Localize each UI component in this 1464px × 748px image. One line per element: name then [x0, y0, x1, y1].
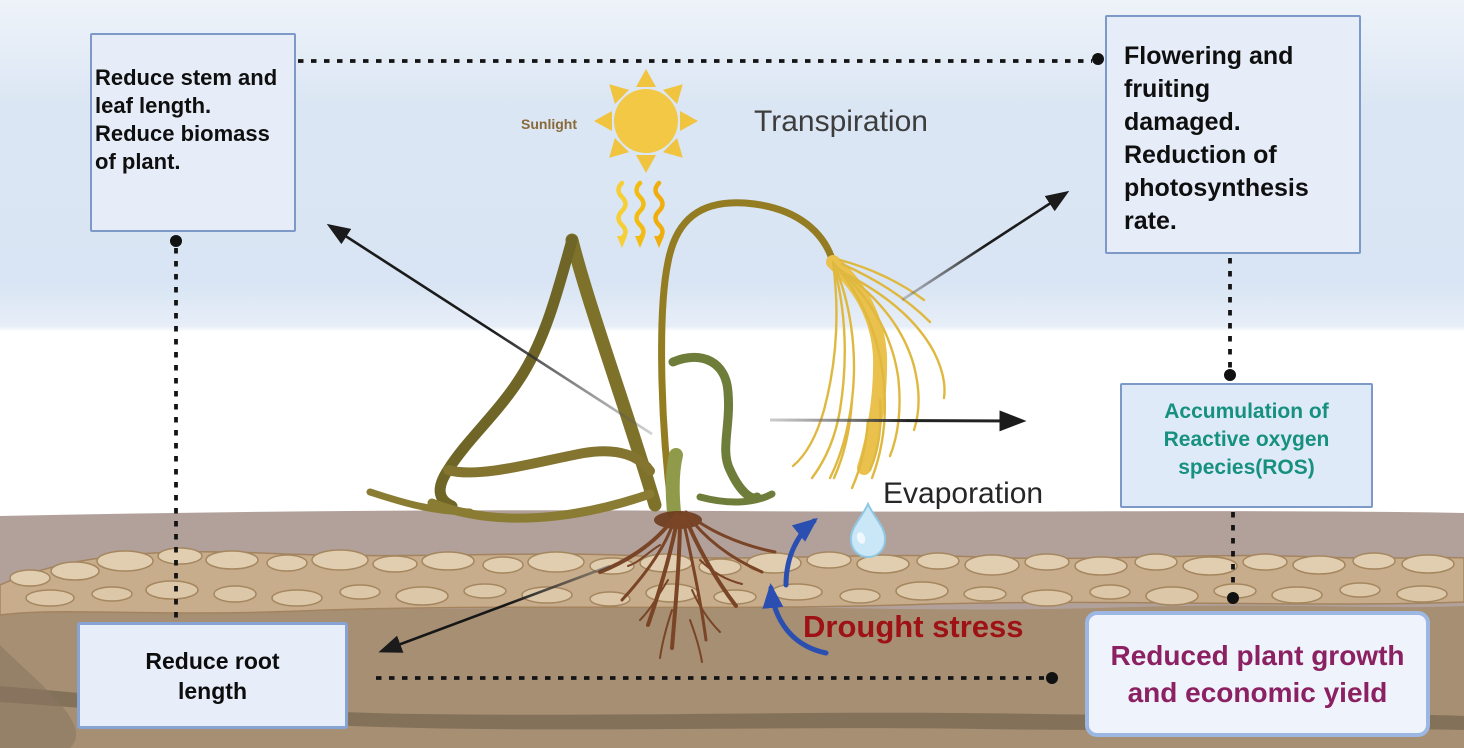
wheat-head	[791, 255, 946, 490]
effect-box-flowering-text: Flowering and fruiting damaged. Reductio…	[1124, 42, 1309, 235]
blue-arrow-upper	[783, 517, 818, 588]
effect-box-stem-leaf: Reduce stem and leaf length. Reduce biom…	[90, 33, 296, 232]
effect-box-yield-text: Reduced plant growth and economic yield	[1110, 640, 1405, 708]
arrow-roots-to-root-box	[378, 564, 611, 653]
effect-box-ros: Accumulation of Reactive oxygen species(…	[1120, 383, 1373, 508]
blue-arrow-lower	[762, 583, 829, 656]
heat-waves-icon	[616, 180, 665, 248]
arrow-plant-to-right	[769, 410, 1027, 432]
label-drought-stress: Drought stress	[803, 609, 1024, 644]
wilted-plant	[366, 199, 946, 663]
effect-box-flowering: Flowering and fruiting damaged. Reductio…	[1105, 15, 1361, 254]
sun-icon	[594, 69, 698, 173]
arrow-wheat-to-flowering-box	[901, 190, 1070, 302]
effect-box-ros-text: Accumulation of Reactive oxygen species(…	[1163, 400, 1330, 479]
effect-box-root-text: Reduce root length	[145, 647, 280, 704]
effect-box-yield: Reduced plant growth and economic yield	[1085, 611, 1430, 737]
arrow-plant-to-stem-leaf-box	[326, 223, 653, 436]
dashed-connectors	[174, 59, 1235, 680]
soil-left-shadow	[0, 645, 77, 748]
effect-box-stem-leaf-text: Reduce stem and leaf length. Reduce biom…	[95, 65, 278, 174]
roots	[598, 510, 777, 663]
water-drop-icon	[849, 501, 887, 559]
evaporation-arrows	[762, 517, 829, 656]
label-transpiration: Transpiration	[754, 105, 928, 138]
solid-arrows	[326, 190, 1070, 653]
label-sunlight: Sunlight	[521, 116, 577, 132]
effect-box-root: Reduce root length	[77, 622, 348, 729]
connector-dots	[170, 53, 1239, 684]
label-evaporation: Evaporation	[883, 477, 1044, 510]
